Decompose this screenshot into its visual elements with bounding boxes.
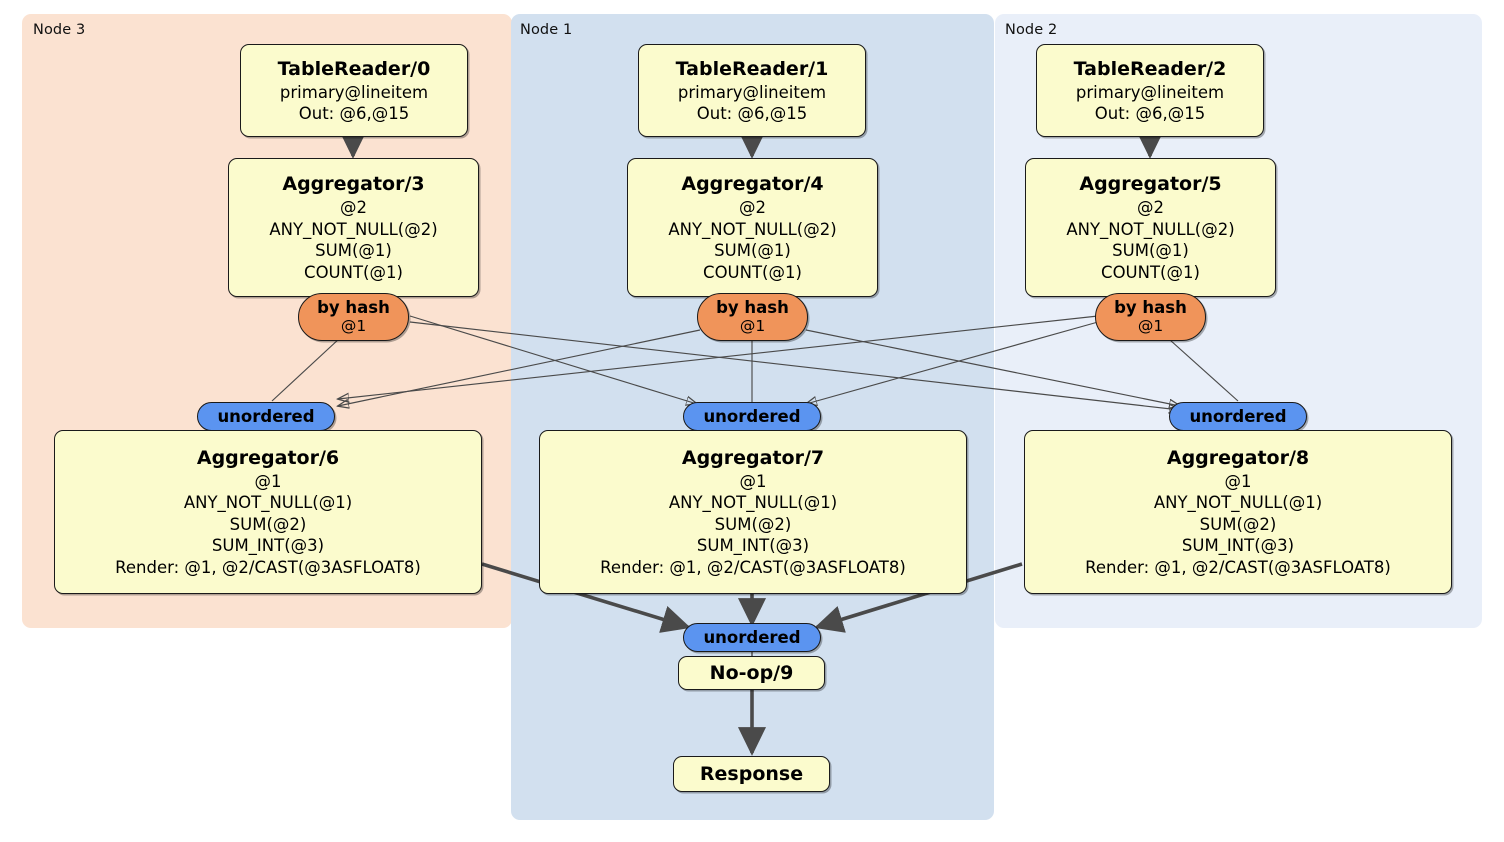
aggregator-8-line-1: @1 bbox=[1224, 471, 1252, 491]
aggregator-8-line-3: SUM(@2) bbox=[1199, 514, 1277, 534]
no-op-9-box[interactable]: No-op/9 bbox=[678, 656, 825, 690]
aggregator-3-line-3: SUM(@1) bbox=[315, 241, 392, 260]
response-box[interactable]: Response bbox=[673, 756, 830, 792]
response-title: Response bbox=[699, 762, 804, 785]
unordered-synchronizer-2-pill[interactable]: unordered bbox=[1169, 402, 1307, 431]
aggregator-7-line-5: Render: @1, @2/CAST(@3ASFLOAT8) bbox=[600, 557, 906, 577]
aggregator-5-box[interactable]: Aggregator/5 @2 ANY_NOT_NULL(@2) SUM(@1)… bbox=[1025, 158, 1276, 297]
node-panel-label-node2: Node 2 bbox=[1005, 22, 1058, 38]
hash-router-1-title: by hash bbox=[716, 298, 789, 317]
aggregator-6-line-4: SUM_INT(@3) bbox=[211, 536, 325, 556]
aggregator-8-line-4: SUM_INT(@3) bbox=[1181, 536, 1295, 556]
aggregator-7-line-2: ANY_NOT_NULL(@1) bbox=[668, 493, 838, 513]
table-reader-1-title: TableReader/1 bbox=[675, 57, 829, 80]
table-reader-2-title: TableReader/2 bbox=[1073, 57, 1227, 80]
table-reader-0-title: TableReader/0 bbox=[277, 57, 431, 80]
node-panel-label-node1: Node 1 bbox=[520, 22, 573, 38]
aggregator-6-title: Aggregator/6 bbox=[196, 446, 340, 469]
aggregator-3-line-1: @2 bbox=[340, 198, 367, 217]
aggregator-7-box[interactable]: Aggregator/7 @1 ANY_NOT_NULL(@1) SUM(@2)… bbox=[539, 430, 967, 594]
aggregator-8-line-5: Render: @1, @2/CAST(@3ASFLOAT8) bbox=[1085, 557, 1391, 577]
final-unordered-synchronizer-label: unordered bbox=[703, 628, 801, 647]
aggregator-3-line-4: COUNT(@1) bbox=[304, 262, 403, 282]
aggregator-7-line-4: SUM_INT(@3) bbox=[696, 536, 810, 556]
unordered-synchronizer-0-pill[interactable]: unordered bbox=[197, 402, 335, 431]
aggregator-6-line-2: ANY_NOT_NULL(@1) bbox=[183, 493, 353, 513]
no-op-9-title: No-op/9 bbox=[709, 661, 794, 684]
hash-router-2-line: @1 bbox=[1137, 317, 1164, 335]
aggregator-5-line-1: @2 bbox=[1137, 198, 1164, 217]
aggregator-5-line-2: ANY_NOT_NULL(@2) bbox=[1066, 219, 1235, 239]
aggregator-3-box[interactable]: Aggregator/3 @2 ANY_NOT_NULL(@2) SUM(@1)… bbox=[228, 158, 479, 297]
table-reader-1-box[interactable]: TableReader/1 primary@lineitem Out: @6,@… bbox=[638, 44, 866, 137]
hash-router-0-pill[interactable]: by hash @1 bbox=[298, 293, 409, 341]
unordered-synchronizer-1-pill[interactable]: unordered bbox=[683, 402, 821, 431]
aggregator-8-title: Aggregator/8 bbox=[1166, 446, 1310, 469]
table-reader-1-line-2: Out: @6,@15 bbox=[696, 104, 808, 123]
unordered-synchronizer-1-label: unordered bbox=[703, 407, 801, 426]
aggregator-8-box[interactable]: Aggregator/8 @1 ANY_NOT_NULL(@1) SUM(@2)… bbox=[1024, 430, 1452, 594]
aggregator-3-title: Aggregator/3 bbox=[282, 173, 425, 195]
final-unordered-synchronizer-pill[interactable]: unordered bbox=[683, 623, 821, 652]
aggregator-4-line-2: ANY_NOT_NULL(@2) bbox=[668, 219, 837, 239]
hash-router-1-line: @1 bbox=[739, 317, 766, 335]
node-panel-label-node3: Node 3 bbox=[33, 22, 86, 38]
aggregator-5-title: Aggregator/5 bbox=[1079, 173, 1222, 195]
aggregator-7-line-1: @1 bbox=[739, 471, 767, 491]
aggregator-4-line-1: @2 bbox=[739, 198, 766, 217]
unordered-synchronizer-0-label: unordered bbox=[217, 407, 315, 426]
table-reader-2-line-1: primary@lineitem bbox=[1075, 82, 1225, 102]
aggregator-3-line-2: ANY_NOT_NULL(@2) bbox=[269, 219, 438, 239]
hash-router-1-pill[interactable]: by hash @1 bbox=[697, 293, 808, 341]
table-reader-0-line-2: Out: @6,@15 bbox=[298, 104, 410, 123]
hash-router-0-line: @1 bbox=[340, 317, 367, 335]
aggregator-6-line-5: Render: @1, @2/CAST(@3ASFLOAT8) bbox=[115, 557, 421, 577]
aggregator-8-line-2: ANY_NOT_NULL(@1) bbox=[1153, 493, 1323, 513]
aggregator-4-line-4: COUNT(@1) bbox=[703, 262, 802, 282]
aggregator-5-line-4: COUNT(@1) bbox=[1101, 262, 1200, 282]
hash-router-2-pill[interactable]: by hash @1 bbox=[1095, 293, 1206, 341]
table-reader-2-line-2: Out: @6,@15 bbox=[1094, 104, 1206, 123]
aggregator-4-title: Aggregator/4 bbox=[681, 173, 824, 195]
table-reader-0-box[interactable]: TableReader/0 primary@lineitem Out: @6,@… bbox=[240, 44, 468, 137]
aggregator-7-line-3: SUM(@2) bbox=[714, 514, 792, 534]
table-reader-0-line-1: primary@lineitem bbox=[279, 82, 429, 102]
hash-router-0-title: by hash bbox=[317, 298, 390, 317]
aggregator-4-line-3: SUM(@1) bbox=[714, 241, 791, 260]
aggregator-6-box[interactable]: Aggregator/6 @1 ANY_NOT_NULL(@1) SUM(@2)… bbox=[54, 430, 482, 594]
aggregator-4-box[interactable]: Aggregator/4 @2 ANY_NOT_NULL(@2) SUM(@1)… bbox=[627, 158, 878, 297]
aggregator-7-title: Aggregator/7 bbox=[681, 446, 825, 469]
table-reader-2-box[interactable]: TableReader/2 primary@lineitem Out: @6,@… bbox=[1036, 44, 1264, 137]
aggregator-6-line-1: @1 bbox=[254, 471, 282, 491]
aggregator-5-line-3: SUM(@1) bbox=[1112, 241, 1189, 260]
unordered-synchronizer-2-label: unordered bbox=[1189, 407, 1287, 426]
hash-router-2-title: by hash bbox=[1114, 298, 1187, 317]
table-reader-1-line-1: primary@lineitem bbox=[677, 82, 827, 102]
aggregator-6-line-3: SUM(@2) bbox=[229, 514, 307, 534]
